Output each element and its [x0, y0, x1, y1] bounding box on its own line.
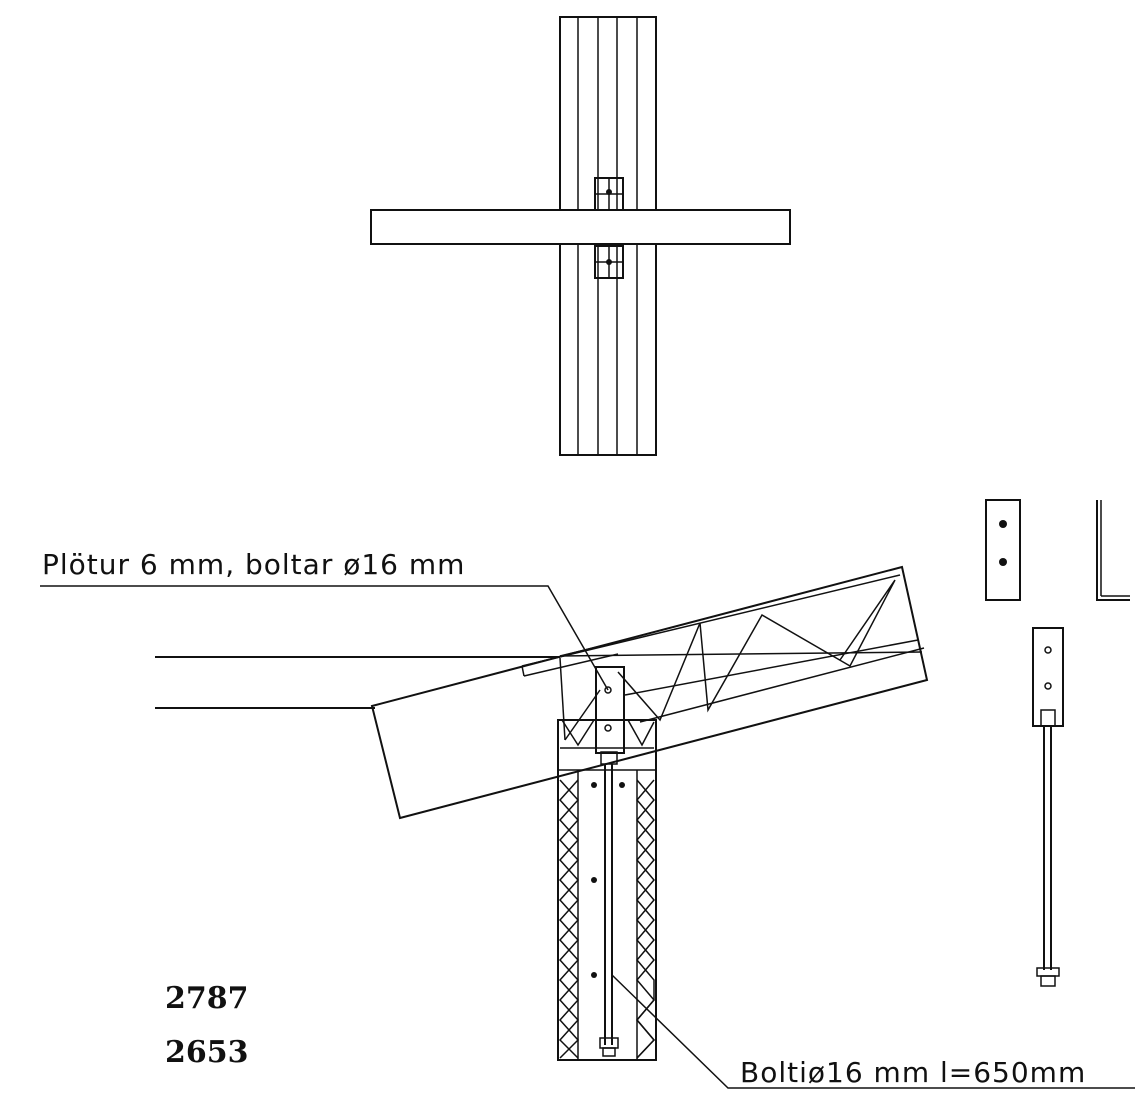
plate-bolt-assembly-view	[1032, 627, 1064, 987]
drawing-number: 2653	[165, 1035, 249, 1070]
bolt-leader-line	[611, 974, 1135, 1089]
section-column	[557, 719, 657, 1061]
section-plate-bolt	[595, 666, 625, 1057]
drawing-number: 2787	[165, 981, 249, 1016]
plate-leader-line	[40, 585, 609, 691]
section-view	[40, 565, 1135, 1089]
plan-plate-upper	[594, 177, 624, 211]
plan-beam	[370, 209, 791, 245]
plan-plate-lower	[594, 245, 624, 279]
sloped-truss	[370, 565, 929, 820]
plan-view	[370, 16, 791, 456]
angle-side-view	[1096, 500, 1130, 601]
bolt-label: Boltiø16 mm l=650mm	[740, 1056, 1086, 1089]
plate-label: Plötur 6 mm, boltar ø16 mm	[42, 548, 465, 581]
plate-front-view	[985, 499, 1021, 601]
